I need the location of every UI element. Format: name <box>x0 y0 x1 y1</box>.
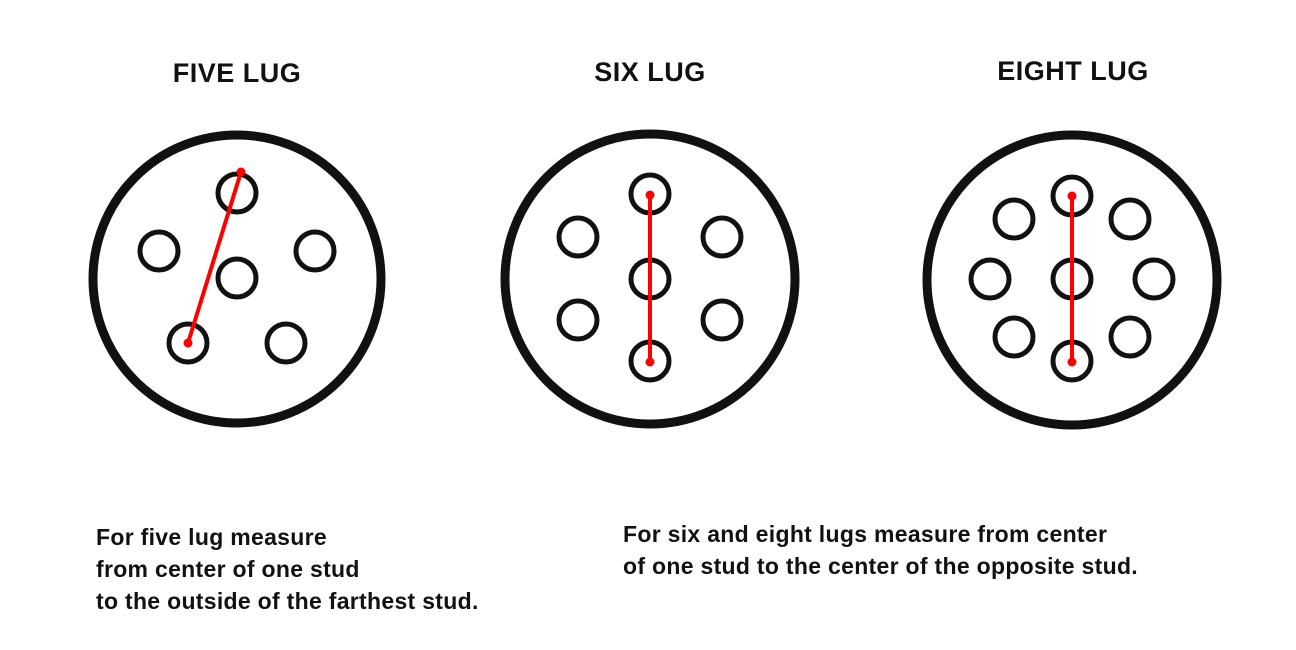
six-eight-lug-caption: For six and eight lugs measure from cent… <box>623 518 1138 582</box>
caption-line: to the outside of the farthest stud. <box>96 588 479 614</box>
stud <box>700 215 744 259</box>
stud <box>137 229 181 273</box>
center-bore <box>215 256 259 300</box>
caption-line: of one stud to the center of the opposit… <box>623 553 1138 579</box>
stud <box>166 321 210 365</box>
stud <box>992 315 1036 359</box>
caption-line: from center of one stud <box>96 556 360 582</box>
stud <box>556 298 600 342</box>
wheel-outline <box>922 130 1222 430</box>
eight-lug-measure-line <box>1067 191 1077 367</box>
stud <box>700 298 744 342</box>
wheel-outline <box>500 129 800 429</box>
caption-line: For six and eight lugs measure from cent… <box>623 521 1108 547</box>
eight-lug-wheel <box>922 130 1222 430</box>
stud <box>968 257 1012 301</box>
five-lug-caption: For five lug measure from center of one … <box>96 521 479 617</box>
wheel-outline <box>88 130 386 428</box>
six-lug-title: SIX LUG <box>594 57 706 87</box>
caption-line: For five lug measure <box>96 524 327 550</box>
stud <box>1108 197 1152 241</box>
stud <box>293 229 337 273</box>
stud <box>992 197 1036 241</box>
stud <box>1108 315 1152 359</box>
five-lug-studs <box>137 171 337 365</box>
stud <box>1132 257 1176 301</box>
six-lug-measure-line <box>645 190 655 367</box>
stud <box>264 321 308 365</box>
five-lug-measure-line <box>183 167 246 348</box>
stud <box>556 215 600 259</box>
eight-lug-title: EIGHT LUG <box>997 56 1149 86</box>
five-lug-title: FIVE LUG <box>172 58 302 88</box>
